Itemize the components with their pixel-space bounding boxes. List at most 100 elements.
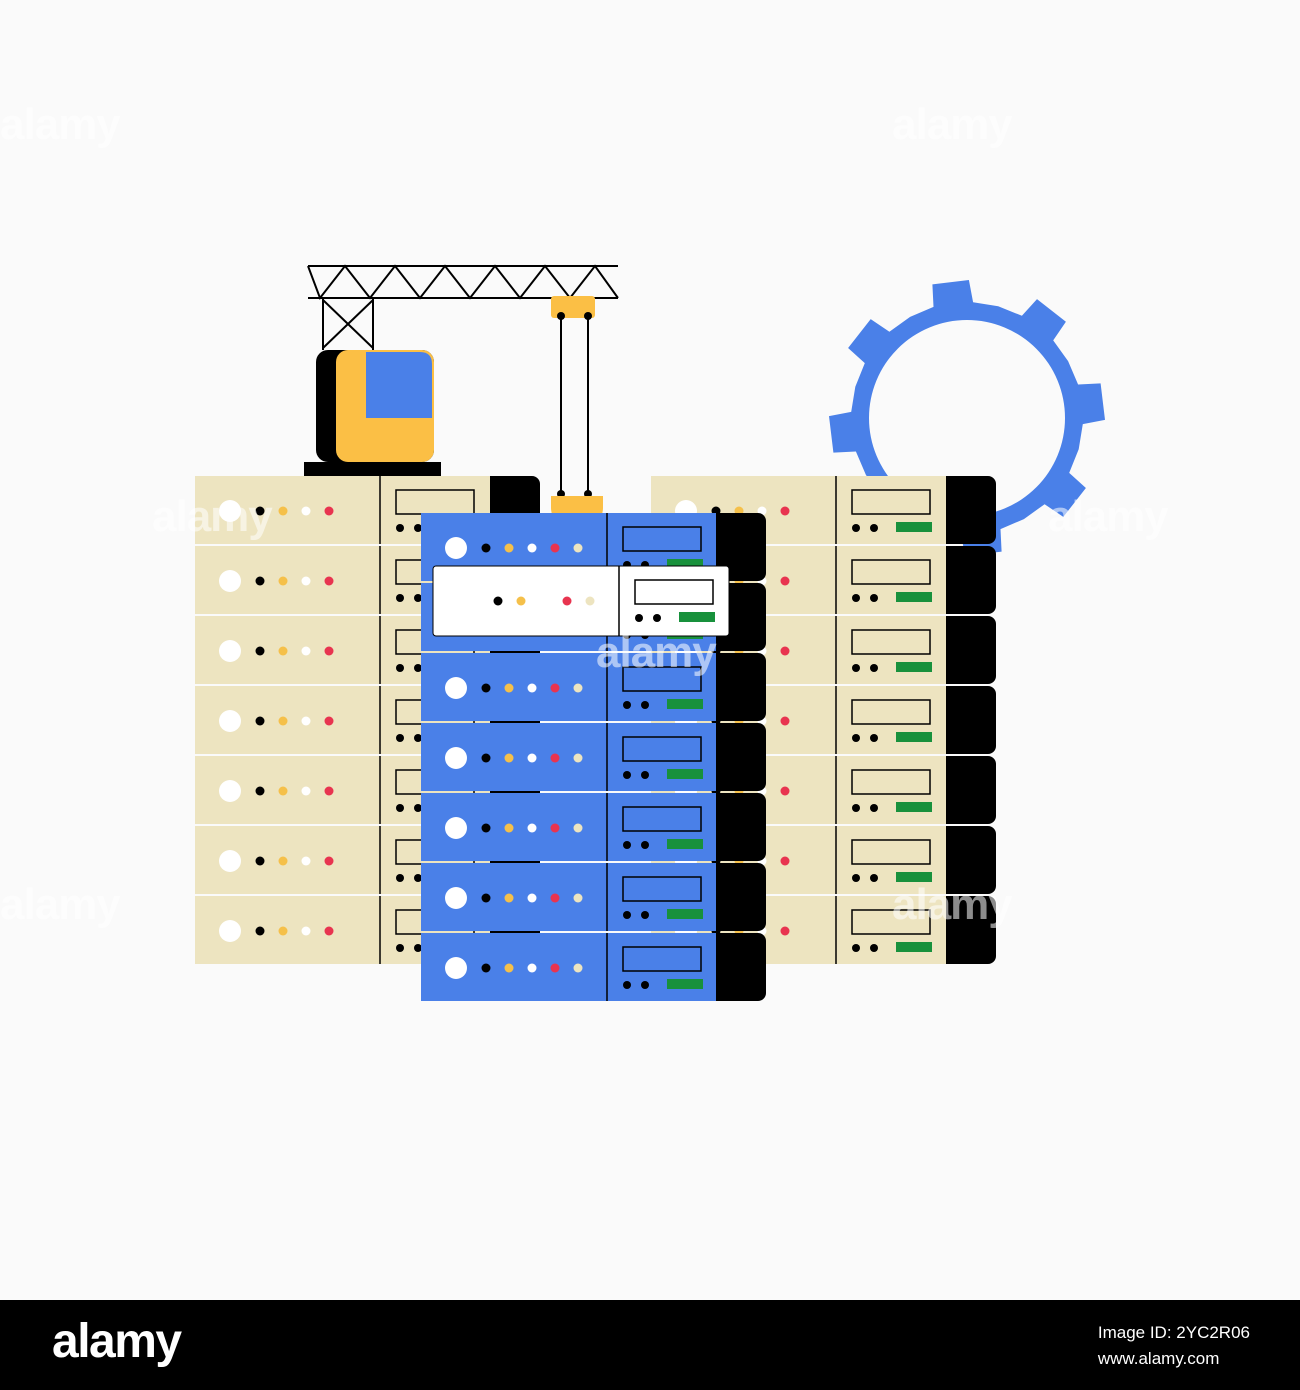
led-icon xyxy=(324,926,334,936)
led-icon xyxy=(780,576,790,586)
button-dot xyxy=(623,911,631,919)
led-icon xyxy=(562,596,572,606)
led-icon xyxy=(527,543,537,553)
status-bar-green xyxy=(667,979,703,989)
led-icon xyxy=(573,893,583,903)
button-dot xyxy=(641,911,649,919)
led-icon xyxy=(301,506,311,516)
display-window xyxy=(851,769,931,795)
button-dot xyxy=(414,874,422,882)
button-dot xyxy=(870,944,878,952)
led-icon xyxy=(504,893,514,903)
button-dot xyxy=(641,841,649,849)
power-led xyxy=(219,570,241,592)
image-info: Image ID: 2YC2R06 www.alamy.com xyxy=(1098,1320,1250,1372)
button-dot xyxy=(396,664,404,672)
button-dot xyxy=(396,524,404,532)
button-dot xyxy=(852,524,860,532)
led-icon xyxy=(278,646,288,656)
led-icon xyxy=(301,926,311,936)
button-dot xyxy=(852,804,860,812)
display-window xyxy=(851,699,931,725)
led-icon xyxy=(324,506,334,516)
led-icon xyxy=(278,506,288,516)
led-icon xyxy=(301,576,311,586)
display-window xyxy=(851,559,931,585)
led-icon xyxy=(550,963,560,973)
led-icon xyxy=(573,963,583,973)
power-led xyxy=(445,957,467,979)
led-icon xyxy=(301,786,311,796)
led-icon xyxy=(255,506,265,516)
button-dot xyxy=(396,804,404,812)
led-icon xyxy=(504,543,514,553)
led-icon xyxy=(481,683,491,693)
server-unit xyxy=(421,863,766,931)
led-icon xyxy=(255,926,265,936)
button-dot xyxy=(870,594,878,602)
led-icon xyxy=(278,576,288,586)
led-icon xyxy=(780,926,790,936)
led-icon xyxy=(550,683,560,693)
led-icon xyxy=(324,786,334,796)
led-icon xyxy=(481,753,491,763)
status-bar-green xyxy=(896,732,932,742)
led-icon xyxy=(516,596,526,606)
power-led xyxy=(445,537,467,559)
status-bar-green xyxy=(679,612,715,622)
led-icon xyxy=(527,963,537,973)
display-window xyxy=(622,526,702,552)
server-unit xyxy=(421,723,766,791)
status-bar-green xyxy=(667,909,703,919)
power-led xyxy=(219,920,241,942)
led-icon xyxy=(504,753,514,763)
led-icon xyxy=(324,646,334,656)
status-bar-green xyxy=(667,559,703,569)
server-front-panel xyxy=(421,863,716,931)
led-icon xyxy=(550,753,560,763)
display-window xyxy=(851,839,931,865)
led-icon xyxy=(255,786,265,796)
led-icon xyxy=(324,576,334,586)
status-bar-green xyxy=(896,662,932,672)
button-dot xyxy=(414,524,422,532)
led-icon xyxy=(550,893,560,903)
button-dot xyxy=(870,524,878,532)
led-icon xyxy=(255,716,265,726)
led-icon xyxy=(324,716,334,726)
led-icon xyxy=(504,823,514,833)
server-front-panel xyxy=(421,723,716,791)
button-dot xyxy=(641,701,649,709)
led-icon xyxy=(527,683,537,693)
button-dot xyxy=(414,664,422,672)
led-icon xyxy=(278,786,288,796)
button-dot xyxy=(852,874,860,882)
button-dot xyxy=(852,594,860,602)
button-dot xyxy=(852,734,860,742)
led-icon xyxy=(539,596,549,606)
button-dot xyxy=(414,594,422,602)
button-dot xyxy=(623,771,631,779)
led-icon xyxy=(481,543,491,553)
server-construction-illustration xyxy=(195,264,1105,1001)
led-icon xyxy=(573,683,583,693)
led-icon xyxy=(301,646,311,656)
button-dot xyxy=(641,771,649,779)
status-bar-green xyxy=(667,769,703,779)
power-led xyxy=(219,640,241,662)
button-dot xyxy=(414,804,422,812)
status-bar-green xyxy=(896,872,932,882)
button-dot xyxy=(396,734,404,742)
power-led xyxy=(219,500,241,522)
led-icon xyxy=(255,576,265,586)
led-icon xyxy=(481,823,491,833)
status-bar-green xyxy=(896,802,932,812)
display-window xyxy=(622,736,702,762)
led-icon xyxy=(550,543,560,553)
led-icon xyxy=(780,646,790,656)
power-led xyxy=(445,747,467,769)
power-led xyxy=(445,887,467,909)
lifted-server-unit xyxy=(432,565,730,637)
site-url: www.alamy.com xyxy=(1097,1349,1220,1368)
display-window xyxy=(622,806,702,832)
